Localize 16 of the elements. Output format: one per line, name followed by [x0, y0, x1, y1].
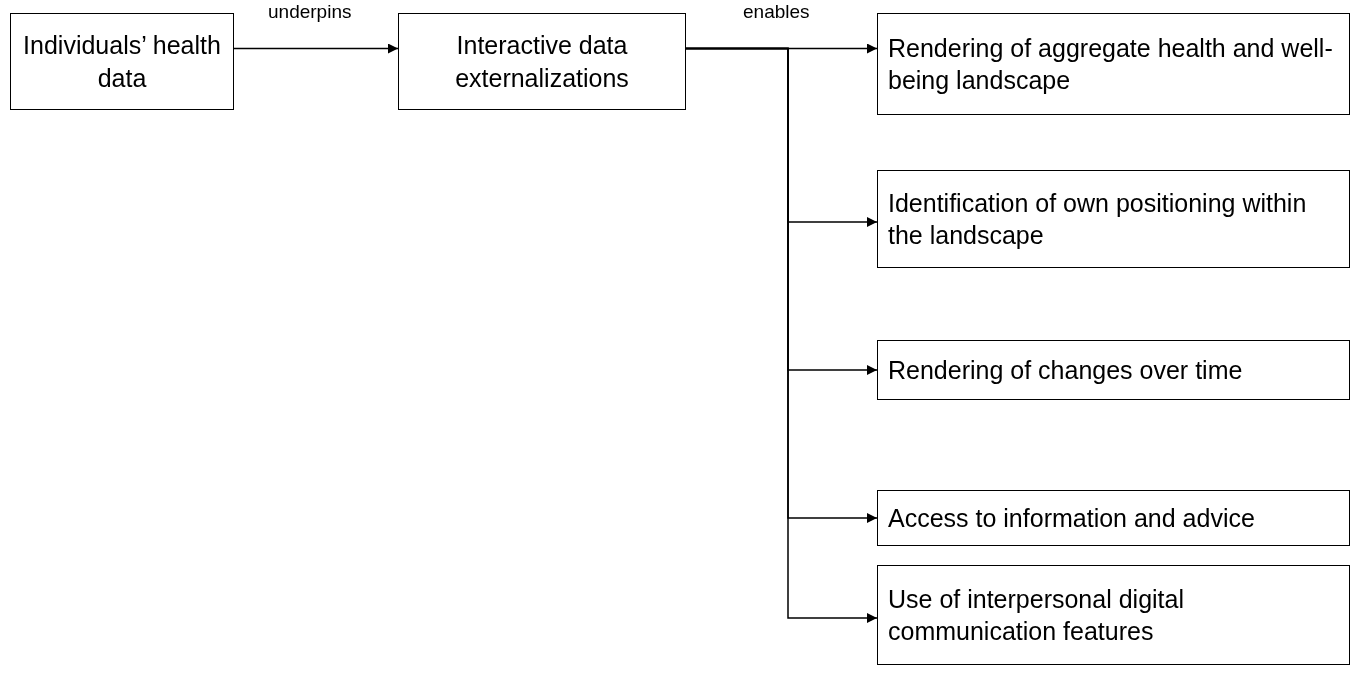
process-box	[877, 340, 1350, 400]
process-box	[10, 13, 234, 110]
process-box	[877, 170, 1350, 268]
box-text: Individuals’ health data	[22, 30, 222, 94]
box-text: Access to information and advice	[888, 502, 1255, 534]
box-text: Use of interpersonal digital communication features	[888, 583, 1185, 647]
box-text: Identification of own positioning within the landscape	[888, 187, 1308, 251]
process-box	[398, 13, 686, 110]
process-box	[877, 13, 1350, 115]
process-box	[877, 490, 1350, 546]
arrow	[685, 47, 878, 623]
box-text: Interactive data externalizations	[454, 30, 630, 94]
process-box	[877, 565, 1350, 665]
arrow	[233, 43, 399, 54]
box-text: Rendering of aggregate health and well-being landscape	[888, 32, 1334, 96]
box-text: Rendering of changes over time	[888, 354, 1243, 386]
